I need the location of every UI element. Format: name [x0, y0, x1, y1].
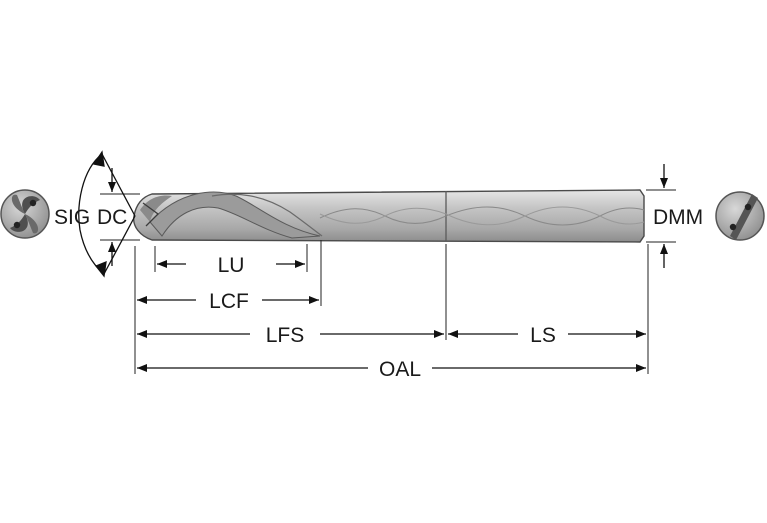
- drill-body: [133, 189, 645, 243]
- shank-end-view: [715, 191, 765, 241]
- label-lfs: LFS: [266, 324, 305, 347]
- point-end-view: [0, 189, 50, 239]
- label-lu: LU: [218, 254, 245, 277]
- label-dc: DC: [97, 206, 127, 229]
- extension-lines: [100, 189, 676, 374]
- label-oal: OAL: [379, 358, 421, 381]
- sig-angle-dimension: [78, 150, 136, 278]
- label-dmm: DMM: [653, 206, 703, 229]
- label-ls: LS: [530, 324, 556, 347]
- label-sig: SIG: [54, 206, 90, 229]
- label-lcf: LCF: [209, 290, 249, 313]
